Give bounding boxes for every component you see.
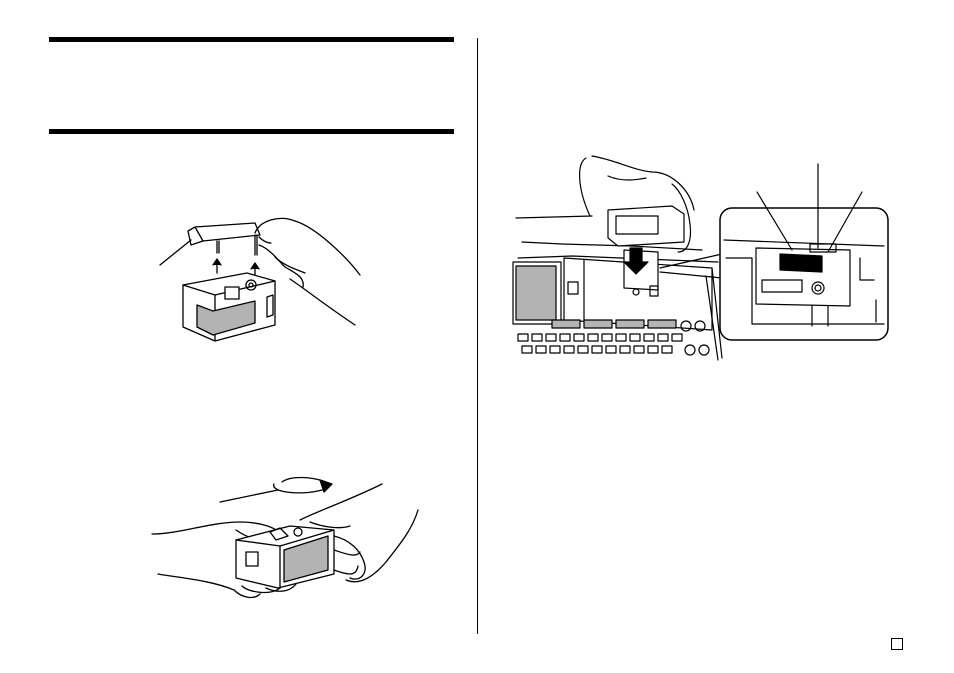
remove-slack-figure [150, 470, 425, 605]
column-divider [477, 38, 478, 634]
remove-stopper-figure [155, 215, 365, 345]
top-rule [49, 37, 454, 42]
page-number-box [891, 638, 903, 650]
insert-cassette-figure [512, 150, 892, 362]
section-rule [49, 129, 454, 134]
